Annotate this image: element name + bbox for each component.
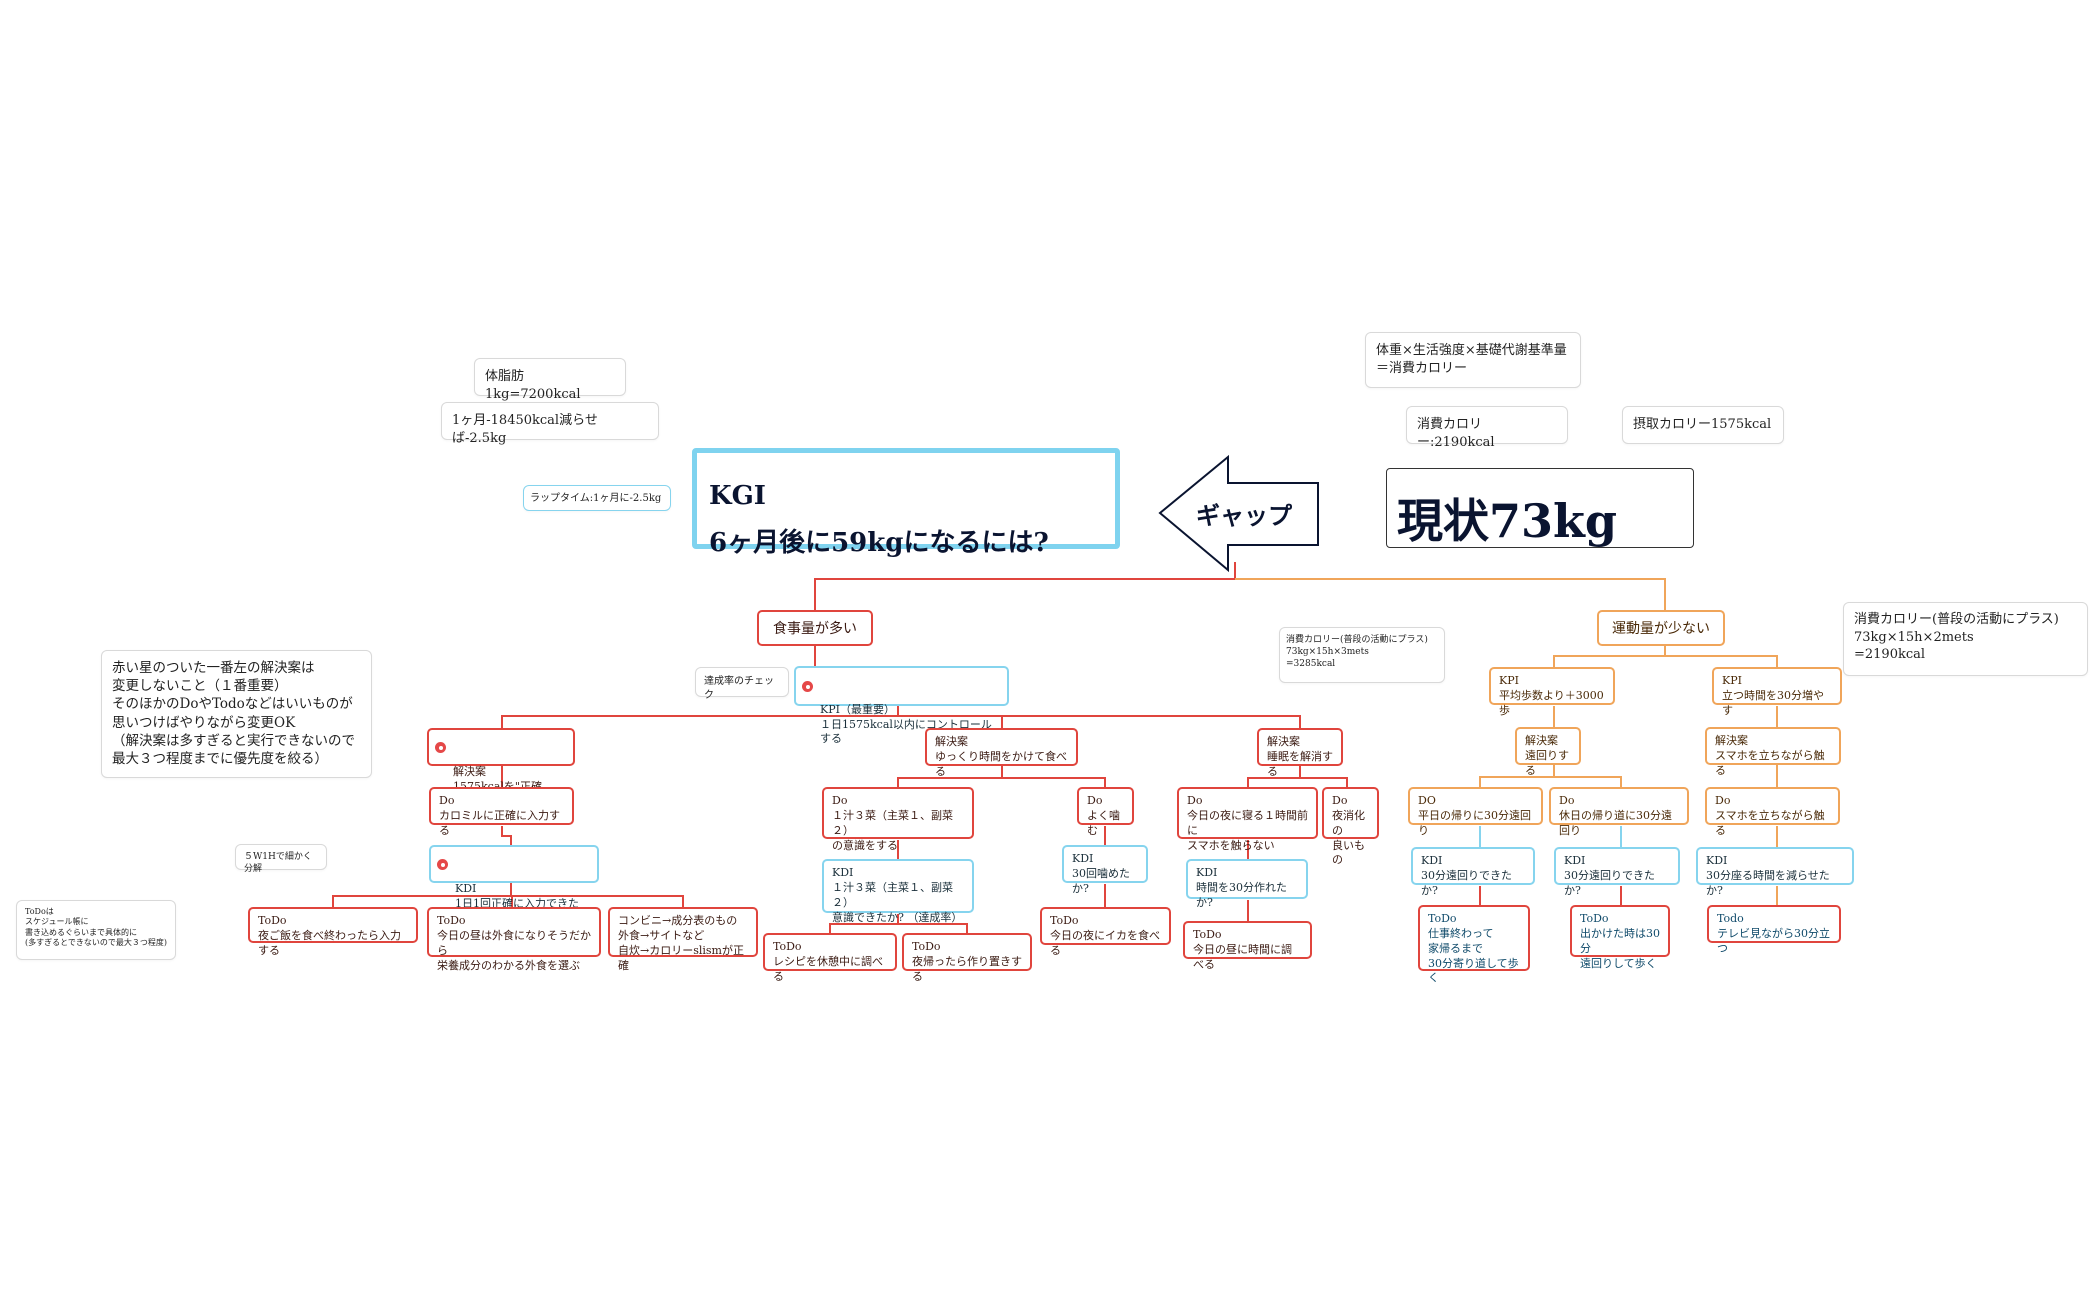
food-sol3-todo-1: ToDo 今日の昼に時間に調べる bbox=[1183, 921, 1312, 971]
priority-star-icon bbox=[437, 859, 448, 870]
connector-sol1-chain bbox=[501, 765, 512, 846]
branch-exercise: 運動量が少ない bbox=[1597, 610, 1725, 646]
food-sol2-todo-3: ToDo 今日の夜にイカを食べる bbox=[1040, 907, 1171, 957]
food-kpi: KPI（最重要） １日1575kcal以内にコントロールする bbox=[794, 666, 1009, 745]
note-progress-check: 達成率のチェック bbox=[695, 667, 789, 701]
note-lap-time: ラップタイム:1ヶ月に-2.5kg bbox=[523, 485, 671, 511]
food-sol3-do-1: Do 今日の夜に寝る１時間前に スマホを触らない bbox=[1177, 787, 1318, 852]
exercise-kdi-3: KDI 30分座る時間を減らせたか? bbox=[1696, 847, 1854, 897]
connector-main-right bbox=[1235, 578, 1666, 612]
food-sol2-do-1: Do １汁３菜（主菜１、副菜２） の意識をする bbox=[822, 787, 974, 852]
connector-sol2-kdi-todos bbox=[829, 914, 968, 934]
connector-sol-dos bbox=[1479, 765, 1622, 788]
note-monthly-deficit: 1ヶ月-18450kcal減らせば-2.5kg bbox=[441, 402, 659, 446]
note-todo-guide: ToDoは スケジュール帳に 書き込めるぐらいまで具体的に (多すぎるとできない… bbox=[16, 900, 176, 960]
food-sol2-kdi-2: KDI 30回噛めたか? bbox=[1062, 845, 1148, 895]
gap-label: ギャップ bbox=[1196, 501, 1292, 530]
exercise-kdi-2: KDI 30分遠回りできたか? bbox=[1554, 847, 1680, 897]
food-sol1-todo-3: コンビニ→成分表のもの 外食→サイトなど 自炊→カロリーslismが正確 bbox=[608, 907, 758, 972]
branch-food: 食事量が多い bbox=[757, 610, 873, 646]
kgi-label: KGI bbox=[709, 480, 766, 511]
food-kpi-text: KPI（最重要） １日1575kcal以内にコントロールする bbox=[820, 702, 992, 746]
priority-star-icon bbox=[802, 681, 813, 692]
connector-sol3-dos bbox=[1247, 765, 1348, 788]
exercise-kpi-1: KPI 平均歩数より＋3000歩 bbox=[1489, 667, 1615, 717]
food-sol1-kdi: KDI 1日1回正確に入力できたか? bbox=[429, 845, 599, 924]
food-sol2-todo-1: ToDo レシピを休憩中に調べる bbox=[763, 933, 897, 983]
food-sol3-do-2: Do 夜消化の 良いもの bbox=[1322, 787, 1379, 866]
gap-arrow-shape bbox=[1158, 454, 1319, 573]
exercise-do-3: Do スマホを立ちながら触る bbox=[1705, 787, 1840, 837]
connector-kdi-todos bbox=[1479, 886, 1622, 906]
note-consume-calories: 消費カロリー:2190kcal bbox=[1406, 406, 1568, 450]
exercise-do-2: Do 休日の帰り道に30分遠回り bbox=[1549, 787, 1689, 837]
current-weight: 現状73kg bbox=[1397, 493, 1618, 548]
connector-exercise-kpis bbox=[1553, 646, 1778, 668]
connector-kpi-solutions bbox=[501, 706, 1301, 730]
note-rules: 赤い星のついた一番左の解決案は 変更しないこと（１番重要） そのほかのDoやTo… bbox=[101, 650, 372, 778]
note-body-fat: 体脂肪1kg=7200kcal bbox=[474, 358, 626, 402]
exercise-kdi-1: KDI 30分遠回りできたか? bbox=[1411, 847, 1535, 897]
priority-star-icon bbox=[435, 742, 446, 753]
food-sol1-do: Do カロミルに正確に入力する bbox=[429, 787, 574, 837]
exercise-solution-2: 解決案 スマホを立ちながら触る bbox=[1705, 727, 1841, 777]
note-5w1h: ５W1Hで細かく分解 bbox=[235, 844, 327, 874]
connector-main-left bbox=[814, 562, 1236, 612]
note-small-calculation: 消費カロリー(普段の活動にプラス) 73kg×15h×3mets =3285kc… bbox=[1279, 627, 1445, 683]
food-sol1-todo-1: ToDo 夜ご飯を食べ終わったら入力する bbox=[248, 907, 418, 957]
food-sol2-kdi-1: KDI １汁３菜（主菜１、副菜２） 意識できたか? （達成率） bbox=[822, 859, 974, 924]
connector-do-kdis bbox=[1479, 826, 1622, 848]
note-calorie-formula: 体重×生活強度×基礎代謝基準量 ＝消費カロリー bbox=[1365, 332, 1581, 388]
connector-sol1-todos bbox=[332, 883, 684, 908]
exercise-do-1: DO 平日の帰りに30分遠回り bbox=[1408, 787, 1543, 837]
exercise-solution-1: 解決案 遠回りする bbox=[1515, 727, 1581, 777]
note-exercise-calculation: 消費カロリー(普段の活動にプラス) 73kg×15h×2mets =2190kc… bbox=[1843, 602, 2088, 676]
current-weight-box: 現状73kg bbox=[1386, 468, 1694, 548]
food-solution-3: 解決案 睡眠を解消する bbox=[1257, 728, 1343, 778]
exercise-todo-3: Todo テレビ見ながら30分立つ bbox=[1707, 905, 1841, 955]
exercise-kpi-2: KPI 立つ時間を30分増やす bbox=[1712, 667, 1842, 717]
food-solution-1: 解決案 1575kcalを"正確に"とる bbox=[427, 728, 575, 807]
exercise-todo-1: ToDo 仕事終わって 家帰るまで 30分寄り道して歩く bbox=[1418, 905, 1530, 984]
food-sol2-todo-2: ToDo 夜帰ったら作り置きする bbox=[902, 933, 1032, 983]
kgi-box: KGI 6ヶ月後に59kgになるには? bbox=[692, 448, 1120, 558]
food-sol1-todo-2: ToDo 今日の昼は外食になりそうだから 栄養成分のわかる外食を選ぶ bbox=[427, 907, 601, 972]
food-sol2-do-2: Do よく噛む bbox=[1077, 787, 1134, 837]
kgi-question: 6ヶ月後に59kgになるには? bbox=[709, 528, 1049, 559]
exercise-todo-2: ToDo 出かけた時は30分 遠回りして歩く bbox=[1570, 905, 1670, 970]
food-solution-2: 解決案 ゆっくり時間をかけて食べる bbox=[925, 728, 1078, 778]
food-sol3-kdi-1: KDI 時間を30分作れたか? bbox=[1186, 859, 1308, 909]
connector-sol2-dos bbox=[897, 765, 1106, 788]
note-intake-calories: 摂取カロリー1575kcal bbox=[1622, 406, 1784, 444]
